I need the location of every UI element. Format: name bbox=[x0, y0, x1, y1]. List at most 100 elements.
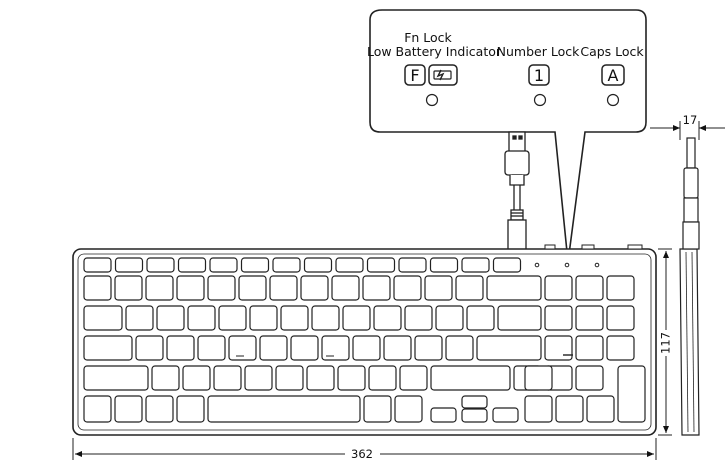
keycap bbox=[399, 365, 428, 391]
keycap bbox=[455, 275, 484, 301]
keycap bbox=[575, 305, 604, 331]
keycap bbox=[544, 305, 573, 331]
keycap bbox=[606, 305, 635, 331]
keycap bbox=[207, 395, 361, 423]
usb-connector-icon bbox=[504, 131, 530, 251]
keycap bbox=[331, 275, 360, 301]
caps-key-icon bbox=[601, 64, 625, 86]
height-label: 117 bbox=[659, 332, 673, 354]
keycap bbox=[176, 275, 205, 301]
keycap bbox=[145, 395, 174, 423]
keycap bbox=[617, 365, 646, 423]
fn-key-icon bbox=[404, 64, 426, 86]
keycap bbox=[151, 365, 180, 391]
keycap bbox=[197, 335, 226, 361]
fn-lock-label: Fn Lock bbox=[404, 30, 452, 45]
keycap bbox=[575, 335, 604, 361]
keycap bbox=[146, 257, 175, 273]
keycap bbox=[156, 305, 185, 331]
keycap bbox=[363, 395, 392, 423]
keycap bbox=[373, 305, 402, 331]
led-indicator-icon bbox=[606, 93, 620, 107]
keycap bbox=[275, 365, 304, 391]
keycap bbox=[187, 305, 216, 331]
keycap bbox=[177, 257, 207, 273]
depth-dimension bbox=[650, 121, 725, 140]
keycap bbox=[429, 257, 459, 273]
keycap bbox=[430, 407, 457, 423]
width-label: 362 bbox=[351, 447, 373, 461]
keycap bbox=[166, 335, 195, 361]
keycap bbox=[404, 305, 433, 331]
keycap bbox=[398, 257, 427, 273]
keycap bbox=[207, 275, 236, 301]
keycap bbox=[272, 257, 301, 273]
keycap bbox=[466, 305, 495, 331]
keycap bbox=[240, 257, 270, 273]
keycap bbox=[182, 365, 211, 391]
keycap bbox=[249, 305, 278, 331]
width-dimension bbox=[72, 438, 657, 460]
keycap bbox=[218, 305, 247, 331]
keycap bbox=[114, 257, 144, 273]
keycap bbox=[486, 275, 542, 301]
keycap bbox=[342, 305, 371, 331]
keycap bbox=[321, 335, 350, 361]
keycap bbox=[335, 257, 364, 273]
keycap bbox=[435, 305, 464, 331]
number-key-glyph: 1 bbox=[534, 66, 544, 85]
depth-label: 17 bbox=[683, 113, 698, 127]
keycap bbox=[383, 335, 412, 361]
keys-group bbox=[83, 257, 646, 423]
keycap bbox=[555, 395, 584, 423]
keycap bbox=[209, 257, 238, 273]
keycap bbox=[280, 305, 309, 331]
low-battery-label: Low Battery Indicator bbox=[367, 44, 502, 59]
keycap bbox=[362, 275, 391, 301]
keycap bbox=[290, 335, 319, 361]
keyboard-led bbox=[594, 262, 600, 268]
height-dimension bbox=[658, 248, 672, 436]
keycap bbox=[492, 407, 519, 423]
keycap bbox=[300, 275, 329, 301]
keycap bbox=[259, 335, 288, 361]
keycap bbox=[492, 257, 522, 273]
keycap bbox=[366, 257, 396, 273]
keycap bbox=[461, 257, 490, 273]
led-indicator-icon bbox=[425, 93, 439, 107]
keycap bbox=[524, 365, 553, 391]
keycap bbox=[544, 335, 573, 361]
keycap bbox=[414, 335, 443, 361]
keycap bbox=[497, 305, 542, 331]
keycap bbox=[244, 365, 273, 391]
keycap bbox=[393, 275, 422, 301]
keycap bbox=[176, 395, 205, 423]
battery-lightning-icon bbox=[428, 64, 458, 86]
keycap bbox=[228, 335, 257, 361]
keycap bbox=[575, 365, 604, 391]
keycap bbox=[606, 335, 635, 361]
keyboard-inner-outline bbox=[77, 253, 652, 431]
keycap bbox=[461, 395, 488, 409]
keycap bbox=[524, 395, 553, 423]
keycap bbox=[394, 395, 423, 423]
keycap bbox=[114, 275, 143, 301]
keycap bbox=[606, 275, 635, 301]
keycap bbox=[83, 335, 133, 361]
keycap bbox=[83, 257, 112, 273]
caps-key-glyph: A bbox=[608, 66, 619, 85]
fn-key-glyph: F bbox=[410, 66, 419, 85]
keyboard-led bbox=[534, 262, 540, 268]
keyboard-led bbox=[564, 262, 570, 268]
keycap bbox=[337, 365, 366, 391]
number-lock-label: Number Lock bbox=[497, 44, 580, 59]
keycap bbox=[83, 275, 112, 301]
caps-lock-label: Caps Lock bbox=[580, 44, 644, 59]
keycap bbox=[368, 365, 397, 391]
side-profile bbox=[679, 137, 700, 436]
keycap bbox=[135, 335, 164, 361]
keycap bbox=[544, 275, 573, 301]
keycap bbox=[461, 408, 488, 423]
keycap bbox=[430, 365, 511, 391]
